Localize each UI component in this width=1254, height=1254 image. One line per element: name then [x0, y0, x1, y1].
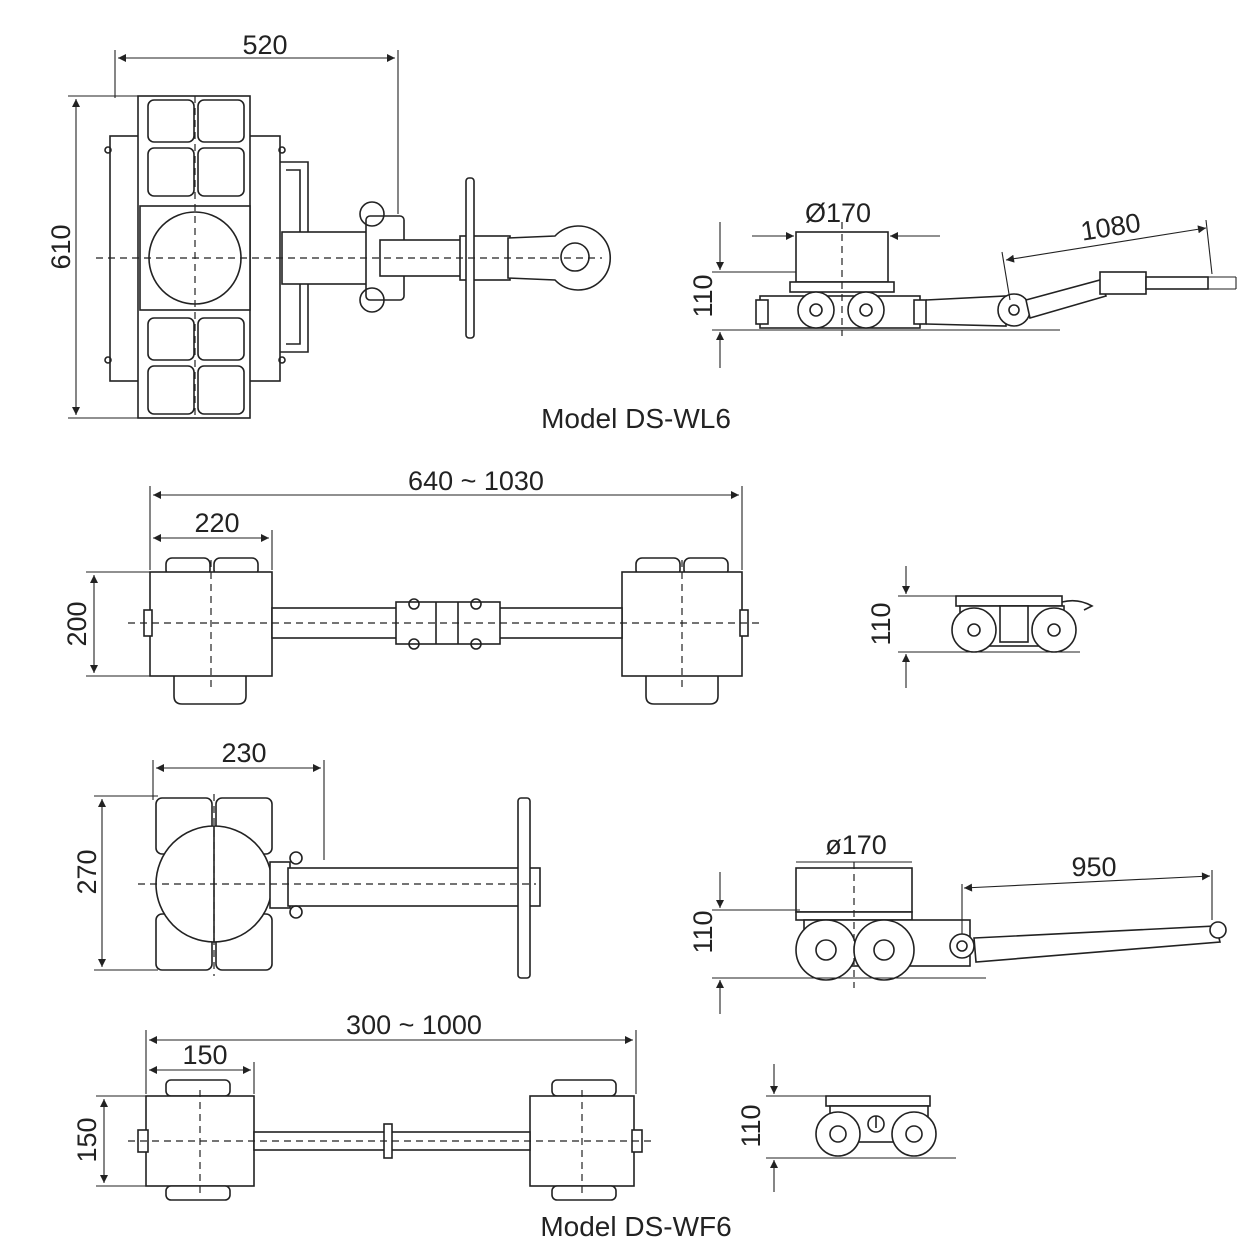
- wf6-rear-side-view: 110: [736, 1064, 956, 1192]
- dim-wf6-front-height: 270: [72, 849, 102, 894]
- dim-wf6-rear-side-height: 110: [736, 1104, 766, 1147]
- caption-wf6: Model DS-WF6: [540, 1211, 731, 1242]
- dim-wl6-handle: 1080: [1079, 208, 1143, 247]
- dim-wl6-side-height: 110: [688, 274, 718, 317]
- wl6-rear-side-view: 110: [866, 566, 1094, 688]
- wl6-side-view: Ø170 110 1080: [688, 198, 1237, 368]
- roller-group-bottom: [147, 317, 245, 415]
- wf6-front-top-view: 230 270: [72, 738, 541, 979]
- dim-wl6-width: 520: [242, 30, 287, 60]
- wf6-front-side-view: ø170 110 950: [688, 830, 1227, 1014]
- dim-wl6-rear-height: 200: [62, 601, 92, 646]
- wf6-rear-top-view: 300 ~ 1000 150 150: [72, 1010, 654, 1201]
- dim-wf6-handle: 950: [1071, 852, 1116, 882]
- dim-wl6-rear-span: 640 ~ 1030: [408, 466, 544, 496]
- caption-wl6: Model DS-WL6: [541, 403, 731, 434]
- dim-wf6-side-height: 110: [688, 910, 718, 953]
- dim-wf6-width: 150: [182, 1040, 227, 1070]
- dim-wf6-diameter: ø170: [825, 830, 887, 860]
- dim-wl6-diameter: Ø170: [805, 198, 871, 228]
- wl6-rear-top-view: 640 ~ 1030 220 200: [62, 466, 760, 705]
- dim-wl6-rear-width: 220: [194, 508, 239, 538]
- dim-wl6-height: 610: [46, 224, 76, 269]
- dim-wf6-front-width: 230: [221, 738, 266, 768]
- dim-wl6-rear-side-height: 110: [866, 602, 896, 645]
- roller-group-top: [147, 99, 245, 197]
- dim-wf6-height: 150: [72, 1117, 102, 1162]
- wl6-top-view: 520 610: [46, 30, 611, 419]
- dim-wf6-span: 300 ~ 1000: [346, 1010, 482, 1040]
